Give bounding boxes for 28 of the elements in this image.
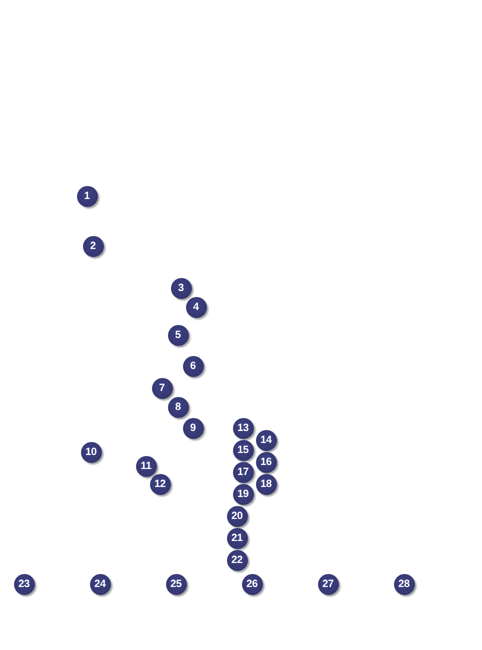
callout-number: 5 xyxy=(168,324,188,346)
callout-number: 20 xyxy=(226,506,248,526)
callout-number: 13 xyxy=(232,418,254,438)
callout-number: 11 xyxy=(136,456,156,476)
callout-number: 14 xyxy=(256,430,276,450)
callout-number: 21 xyxy=(226,528,248,548)
callout-number: 3 xyxy=(170,278,192,298)
callout-number: 25 xyxy=(166,574,186,594)
callout-number: 27 xyxy=(318,574,338,594)
callout-number: 12 xyxy=(150,474,170,494)
callout-number: 22 xyxy=(226,550,248,570)
callout-number: 7 xyxy=(152,378,172,398)
callout-number: 28 xyxy=(394,574,414,594)
callout-number: 19 xyxy=(232,484,254,504)
callout-number: 8 xyxy=(168,396,188,418)
callout-number: 23 xyxy=(14,574,34,594)
callout-number: 10 xyxy=(80,442,102,462)
callout-number: 9 xyxy=(182,418,204,438)
callout-number: 18 xyxy=(256,474,276,494)
callout-number: 16 xyxy=(256,452,276,472)
callout-number: 17 xyxy=(232,462,254,482)
callout-number: 26 xyxy=(242,574,262,594)
callout-number: 15 xyxy=(232,440,254,460)
callout-number: 2 xyxy=(82,236,104,256)
callout-number: 24 xyxy=(90,574,110,594)
callout-number: 6 xyxy=(182,356,204,376)
callout-number: 1 xyxy=(76,186,98,206)
callout-number: 4 xyxy=(186,296,206,318)
